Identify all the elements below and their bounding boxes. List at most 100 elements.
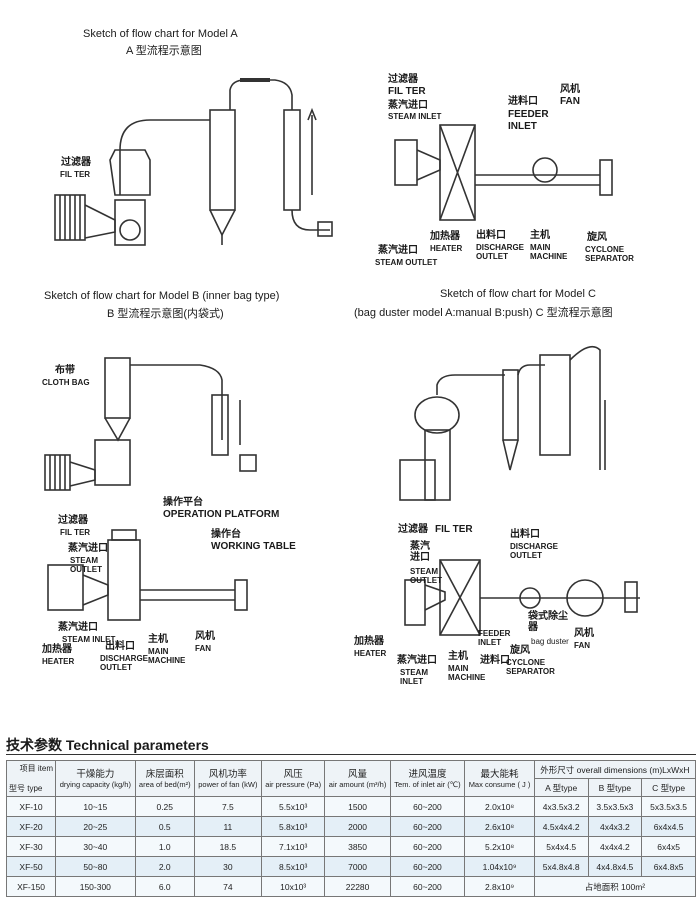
label-steam-c2-cn: 蒸汽进口	[397, 655, 437, 666]
cell-pressure: 8.5x10³	[260, 856, 326, 877]
label-cyclone-c-en: CYCLONE SEPARATOR	[506, 658, 555, 676]
cell-dim-a: 4.5x4x4.2	[533, 816, 589, 837]
caption-model-b-cn: B 型流程示意图(内袋式)	[107, 308, 224, 320]
cell-capacity: 30~40	[55, 836, 136, 857]
cell-dim-a: 5x4.8x4.8	[533, 856, 589, 877]
cell-dim-b: 4x4x4.2	[587, 836, 643, 857]
label-fan-en: FAN	[560, 96, 580, 107]
label-feeder-c-cn: 进料口	[480, 655, 510, 666]
model-a-side-diagram	[394, 124, 613, 221]
cell-floor-area: 占地面积 100m²	[533, 876, 697, 897]
model-a-diagram	[54, 78, 333, 246]
header-dims-c: C 型type	[641, 778, 696, 797]
header-dims-b: B 型type	[587, 778, 643, 797]
label-feeder-c-en: FEEDER INLET	[478, 629, 511, 647]
label-filter-b-cn: 过滤器	[58, 515, 88, 526]
cell-dim-a: 5x4x4.5	[533, 836, 589, 857]
label-main-cn: 主机	[530, 230, 550, 241]
cell-power: 30	[193, 856, 262, 877]
label-steam-c-en: STEAM OUTLET	[410, 567, 442, 585]
caption-model-c-sub: (bag duster model A:manual B:push) C 型流程…	[354, 307, 613, 319]
label-platform-en: OPERATION PLATFORM	[163, 509, 280, 520]
label-fan-c-cn: 风机	[574, 628, 594, 639]
label-filter-en: FIL TER	[60, 170, 91, 179]
table-row: XF-10 10~15 0.25 7.5 5.5x10³ 1500 60~200…	[6, 796, 696, 817]
cell-energy: 1.04x10⁹	[464, 856, 535, 877]
model-b-inner-bag-diagram	[44, 357, 257, 491]
cell-energy: 2.0x10⁸	[464, 796, 535, 817]
cell-capacity: 50~80	[55, 856, 136, 877]
cell-dim-c: 5x3.5x3.5	[641, 796, 696, 817]
params-divider	[6, 754, 696, 755]
label-bag-duster-en: bag duster	[531, 637, 569, 646]
label-steam-c-cn: 蒸汽进口	[410, 541, 430, 563]
cell-energy: 2.6x10⁸	[464, 816, 535, 837]
cell-capacity: 20~25	[55, 816, 136, 837]
label-steam-b2-cn: 蒸汽进口	[58, 622, 98, 633]
label-steam-b-cn: 蒸汽进口	[68, 543, 108, 554]
label-cyclone-cn: 旋风	[587, 232, 607, 243]
cell-dim-b: 4x4.8x4.5	[587, 856, 643, 877]
cell-area: 1.0	[134, 836, 195, 857]
caption-model-a-cn: A 型流程示意图	[126, 45, 202, 57]
cell-dim-c: 6x4.8x5	[641, 856, 696, 877]
label-feeder-inlet-cn: 进料口	[508, 96, 538, 107]
label-main-en: MAIN MACHINE	[530, 243, 568, 261]
cell-type: XF-20	[6, 816, 56, 837]
flow-chart-drawings	[44, 78, 640, 636]
label-working-table-cn: 操作台	[211, 529, 241, 540]
header-dims: 外形尺寸 overall dimensions (m)LxWxH	[533, 760, 697, 779]
cell-temp: 60~200	[389, 856, 466, 877]
label-steam-c2-en: STEAM INLET	[400, 668, 428, 686]
label-discharge-en: DISCHARGE OUTLET	[476, 243, 525, 261]
cell-energy: 5.2x10⁸	[464, 836, 535, 857]
cell-area: 6.0	[134, 876, 195, 897]
label-main-c-cn: 主机	[448, 651, 468, 662]
cell-power: 11	[193, 816, 262, 837]
cell-dim-c: 6x4x4.5	[641, 816, 696, 837]
cell-area: 2.0	[134, 856, 195, 877]
label-steam-inlet-en: STEAM INLET	[388, 112, 442, 121]
caption-model-c: Sketch of flow chart for Model C	[440, 288, 596, 300]
label-discharge-b-cn: 出料口	[105, 641, 135, 652]
cell-air: 22280	[324, 876, 391, 897]
cell-type: XF-50	[6, 856, 56, 877]
label-discharge-c-en: DISCHARGE OUTLET	[510, 542, 559, 560]
cell-energy: 2.8x10⁹	[464, 876, 535, 897]
label-bag-duster-cn: 袋式除尘器	[528, 611, 568, 633]
label-working-table-en: WORKING TABLE	[211, 541, 296, 552]
cell-capacity: 150-300	[55, 876, 136, 897]
cell-type: XF-150	[6, 876, 56, 897]
cell-pressure: 5.8x10³	[260, 816, 326, 837]
label-heater-b-cn: 加热器	[42, 644, 72, 655]
model-c-bottom-diagram	[404, 559, 640, 636]
cell-air: 3850	[324, 836, 391, 857]
label-cyclone-c-cn: 旋风	[510, 645, 530, 656]
label-heater-cn: 加热器	[430, 231, 460, 242]
label-discharge-b-en: DISCHARGE OUTLET	[100, 654, 149, 672]
caption-model-b: Sketch of flow chart for Model B (inner …	[44, 290, 280, 302]
table-row: XF-150 150-300 6.0 74 10x10³ 22280 60~20…	[6, 876, 697, 897]
cell-power: 74	[193, 876, 262, 897]
label-fan-b-cn: 风机	[195, 631, 215, 642]
cell-pressure: 10x10³	[260, 876, 326, 897]
label-discharge-c-cn: 出料口	[510, 529, 540, 540]
cell-temp: 60~200	[389, 876, 466, 897]
header-type-item: 项目 item 型号 type	[6, 760, 56, 797]
cell-temp: 60~200	[389, 796, 466, 817]
label-cloth-bag-en: CLOTH BAG	[42, 378, 90, 387]
label-heater-c-cn: 加热器	[354, 636, 384, 647]
label-heater-b-en: HEATER	[42, 657, 75, 666]
label-filter-b-en: FIL TER	[60, 528, 91, 537]
label-feeder-inlet-en: FEEDER INLET	[508, 109, 549, 132]
table-row: XF-20 20~25 0.5 11 5.8x10³ 2000 60~200 2…	[6, 816, 696, 837]
caption-model-a: Sketch of flow chart for Model A	[83, 28, 238, 40]
table-row: XF-30 30~40 1.0 18.5 7.1x10³ 3850 60~200…	[6, 836, 696, 857]
cell-dim-a: 4x3.5x3.2	[533, 796, 589, 817]
